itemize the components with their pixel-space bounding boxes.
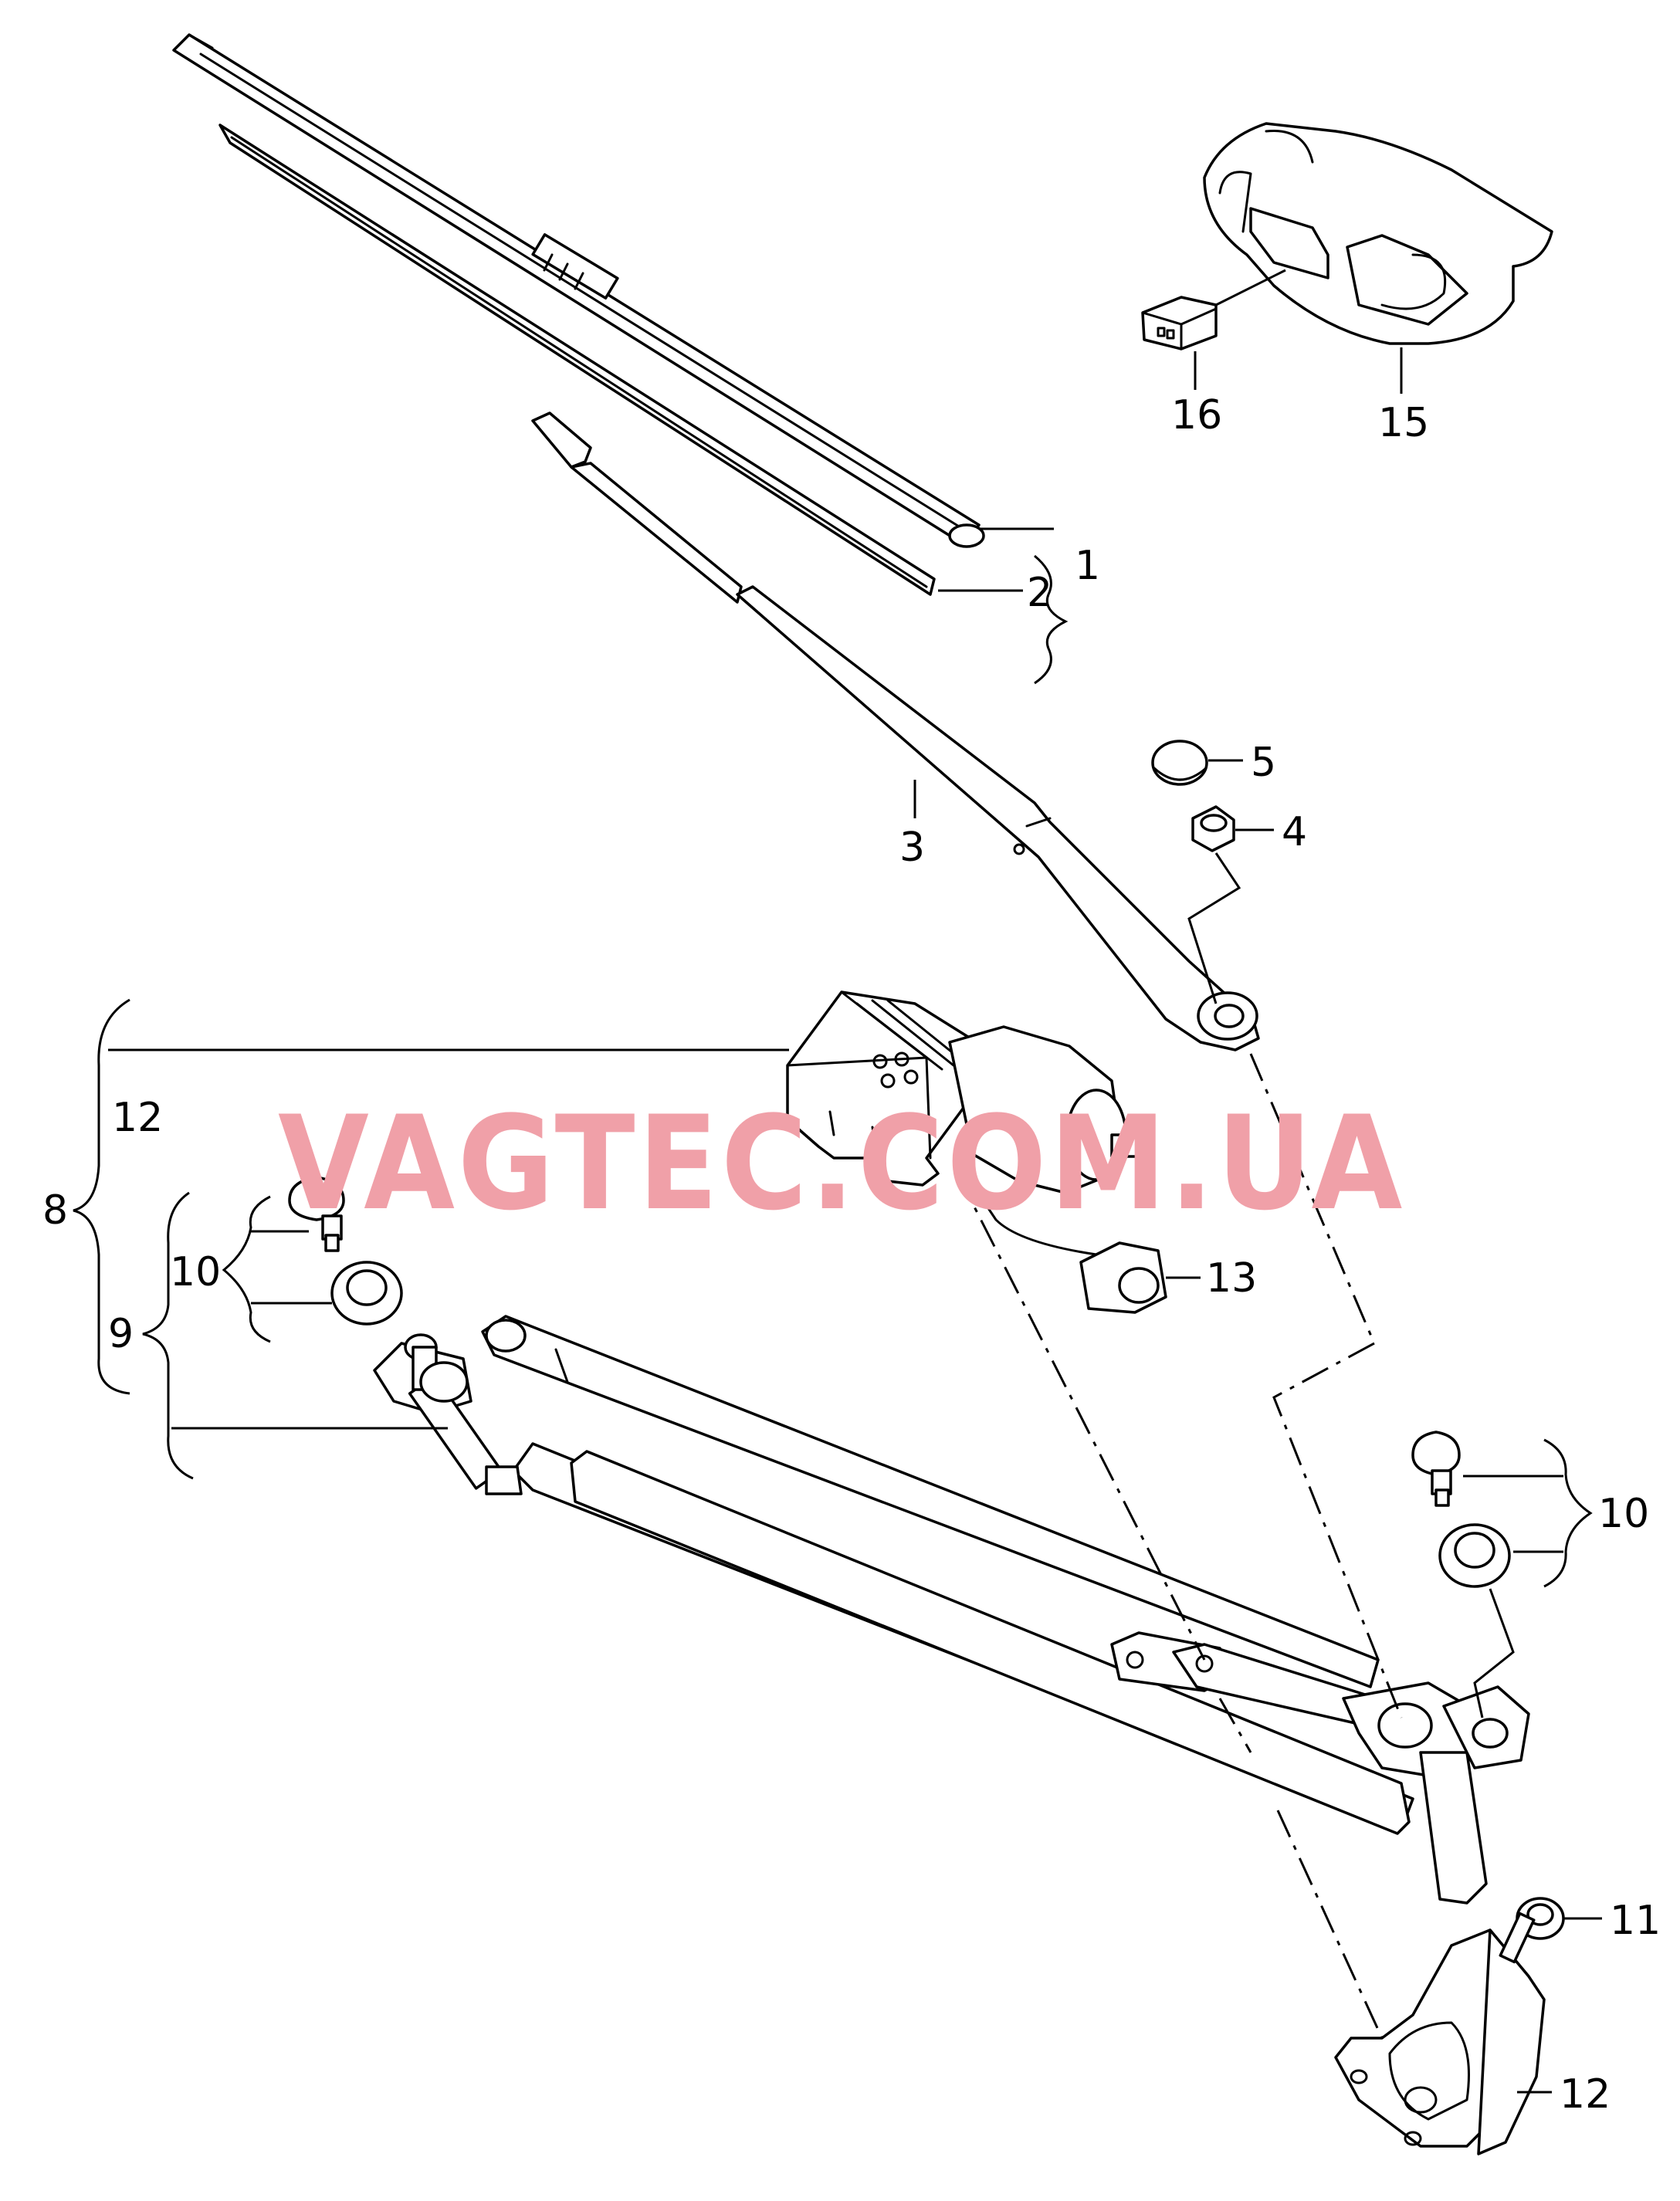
- label-13: 13: [1206, 1255, 1257, 1302]
- motor-cable: [964, 1172, 1098, 1256]
- label-12-bottom: 12: [1560, 2071, 1611, 2118]
- label-15: 15: [1378, 400, 1429, 446]
- leader-lines: [73, 347, 1602, 2094]
- mounting-bracket[interactable]: [1334, 1911, 1546, 2155]
- label-10-right: 10: [1598, 1491, 1649, 1537]
- label-2: 2: [1027, 570, 1052, 616]
- connector[interactable]: [1141, 296, 1218, 350]
- wiper-blade[interactable]: [172, 33, 985, 548]
- label-5: 5: [1251, 740, 1276, 786]
- label-10-left: 10: [170, 1249, 221, 1295]
- linkage-frame[interactable]: [373, 1315, 1530, 1905]
- wiper-motor[interactable]: [786, 990, 1140, 1194]
- label-4: 4: [1282, 809, 1307, 855]
- watermark: VAGTEC.COM.UA: [278, 1088, 1405, 1239]
- cap[interactable]: [1151, 740, 1208, 786]
- label-16: 16: [1171, 392, 1222, 439]
- label-9: 9: [108, 1311, 134, 1357]
- part-labels: 1 2 3 4 5 8 9 10 10 11 12 12 13 15 16: [42, 392, 1661, 2118]
- wiper-rubber[interactable]: [218, 124, 936, 596]
- motor-connector[interactable]: [1079, 1241, 1167, 1314]
- bolt-right[interactable]: [1411, 1431, 1461, 1507]
- grommet-right[interactable]: [1438, 1523, 1511, 1588]
- label-1: 1: [1075, 543, 1100, 589]
- label-8: 8: [42, 1187, 68, 1234]
- sensor-housing[interactable]: [1203, 122, 1553, 345]
- bolt-left[interactable]: [288, 1176, 345, 1252]
- label-12-top: 12: [112, 1095, 163, 1141]
- label-11: 11: [1610, 1898, 1661, 1944]
- grommet-left[interactable]: [330, 1261, 403, 1326]
- nut[interactable]: [1191, 805, 1235, 852]
- label-3: 3: [899, 825, 925, 871]
- wiper-arm[interactable]: [531, 411, 1260, 1051]
- assembly-lines: [956, 1053, 1403, 2039]
